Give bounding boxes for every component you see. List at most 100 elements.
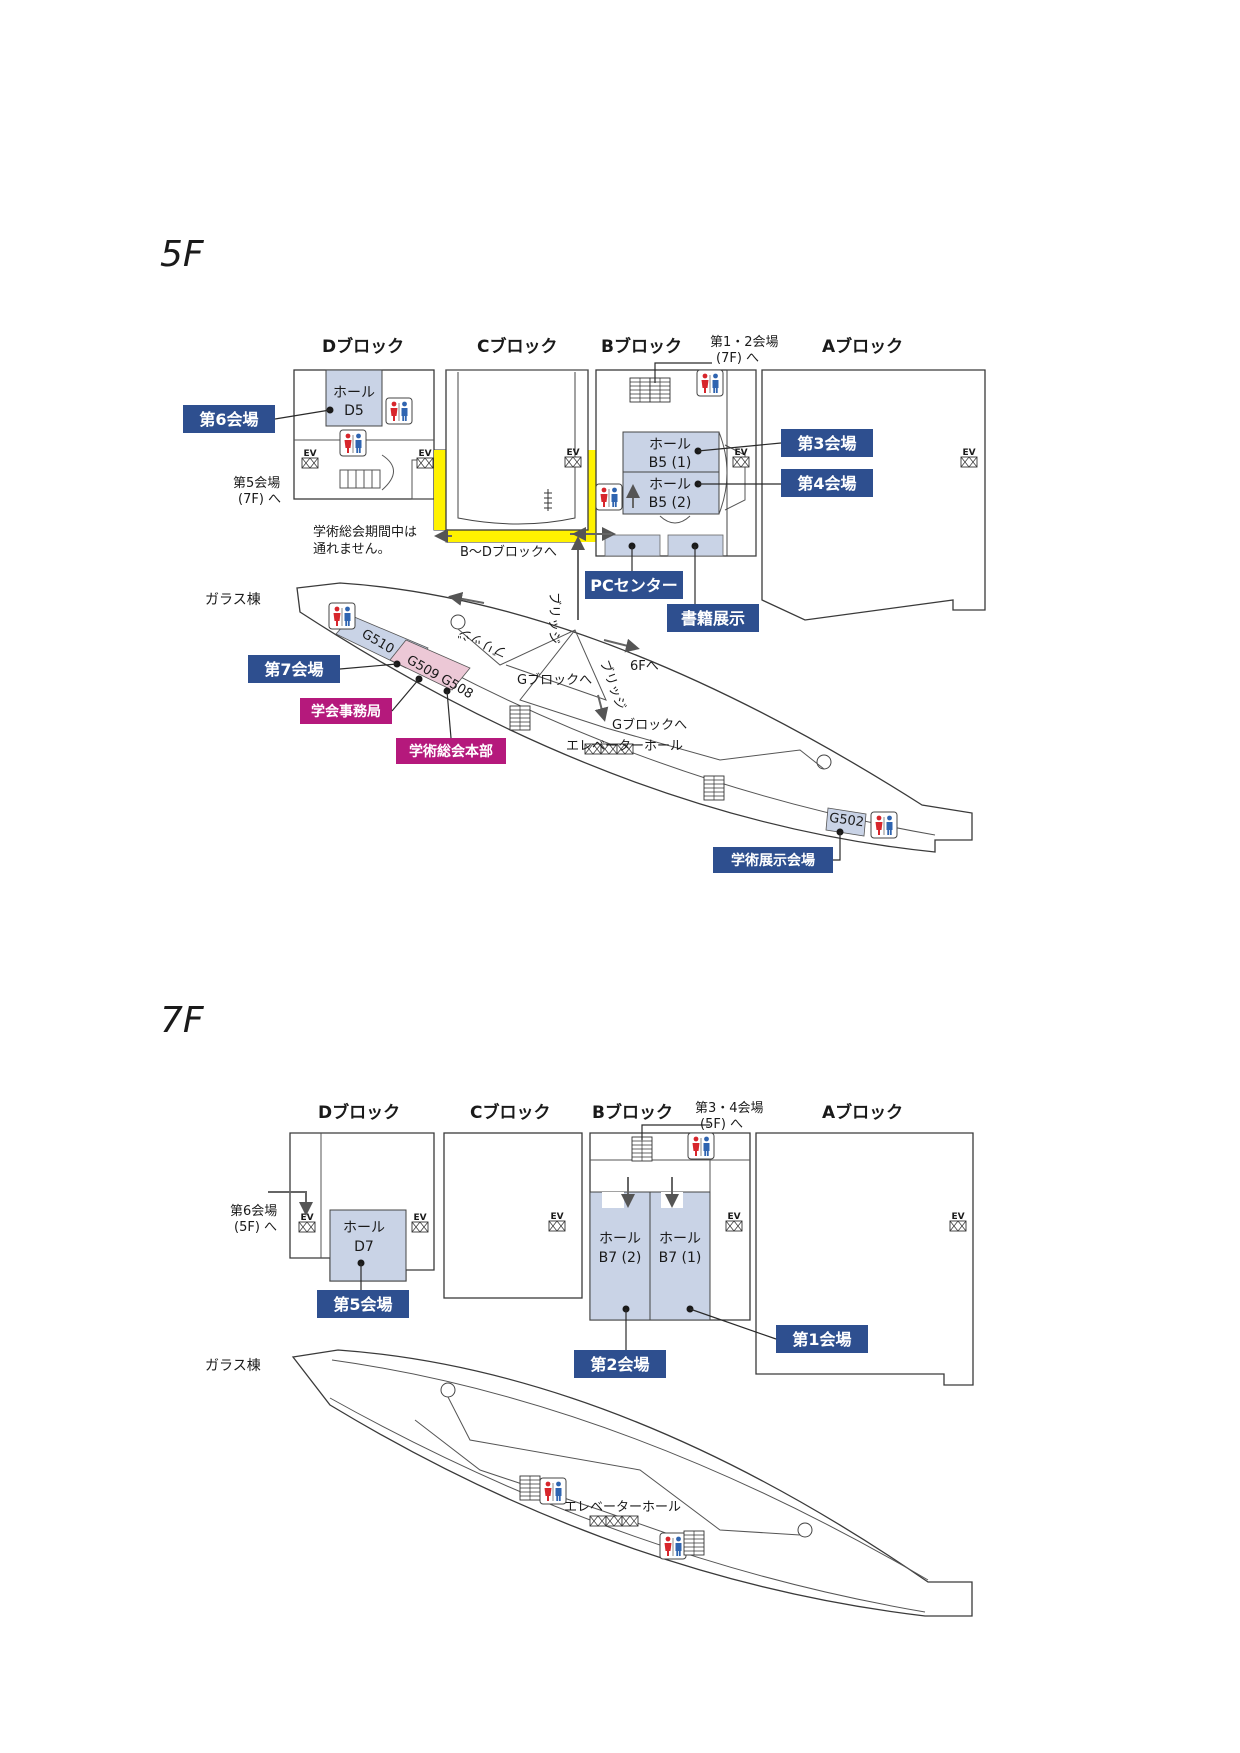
tag-venue-7[interactable]: 第7会場 [248, 655, 340, 683]
elevator-icon [411, 1221, 429, 1233]
label-glass-building: ガラス棟 [205, 592, 261, 608]
elevator-icon [732, 456, 750, 468]
svg-text:書籍展示: 書籍展示 [681, 609, 745, 628]
label-elevator-hall: エレベーターホール [566, 739, 683, 754]
label-glass-building: ガラス棟 [205, 1358, 261, 1374]
restroom-icon [595, 483, 623, 511]
label-to-g-block: Gブロックへ [612, 717, 687, 733]
tag-venue-1[interactable]: 第1会場 [776, 1325, 868, 1353]
block-label-b: Bブロック [601, 336, 682, 357]
note-no-pass-2: 通れません。 [313, 542, 391, 557]
tag-venue-4[interactable]: 第4会場 [781, 469, 873, 497]
svg-text:第6会場: 第6会場 [199, 410, 258, 429]
restroom-icon [539, 1477, 567, 1505]
stairs-icon [703, 775, 725, 801]
elevator-icon [960, 456, 978, 468]
ev-label: EV [951, 1212, 964, 1222]
d-block-7f: EV EV [268, 1132, 435, 1282]
hall-label: D7 [354, 1239, 374, 1255]
svg-text:学会事務局: 学会事務局 [311, 703, 381, 720]
elevator-icon [589, 1515, 639, 1527]
hall-label: ホール [343, 1220, 385, 1236]
note-to-hall-6-floor: (5F) へ [234, 1220, 277, 1235]
elevator-icon [298, 1221, 316, 1233]
hall-label: B7 (1) [659, 1250, 702, 1266]
svg-text:PCセンター: PCセンター [590, 576, 677, 595]
restroom-icon [696, 369, 724, 397]
note-to-hall-1-2: 第1・2会場 [710, 335, 779, 350]
hall-b5-1[interactable] [622, 431, 720, 473]
hall-d5[interactable] [325, 369, 383, 427]
elevator-icon [564, 456, 582, 468]
stairs-icon [631, 1136, 653, 1162]
room-label: G502 [828, 811, 865, 831]
elevator-icon [949, 1220, 967, 1232]
tag-academic-exhibit[interactable]: 学術展示会場 [713, 847, 833, 873]
note-to-hall-3-4: 第3・4会場 [695, 1101, 764, 1116]
ev-label: EV [413, 1213, 426, 1223]
stairs-icon [649, 377, 671, 403]
svg-text:第3会場: 第3会場 [797, 434, 856, 453]
svg-text:第7会場: 第7会場 [264, 660, 323, 679]
floor-title-5f: 5F [160, 234, 205, 275]
b-block-7f: EV [589, 1124, 751, 1321]
ev-label: EV [550, 1212, 563, 1222]
b-block-5f: EV [595, 369, 757, 557]
block-label-d: Dブロック [322, 336, 404, 357]
elevator-icon [725, 1220, 743, 1232]
tag-venue-6[interactable]: 第6会場 [183, 405, 275, 433]
tag-venue-3[interactable]: 第3会場 [781, 429, 873, 457]
hall-label: ホール [649, 477, 691, 493]
stairs-icon [629, 377, 651, 403]
svg-text:学術展示会場: 学術展示会場 [731, 852, 815, 869]
ev-label: EV [418, 449, 431, 459]
restroom-icon [385, 397, 413, 425]
block-label-c: Cブロック [477, 336, 557, 357]
block-label-a: Aブロック [822, 1102, 903, 1123]
tag-book-exhibit[interactable]: 書籍展示 [667, 604, 759, 632]
svg-text:第4会場: 第4会場 [797, 474, 856, 493]
glass-building-7f [291, 1349, 973, 1617]
note-to-hall-5: 第5会場 [233, 476, 280, 491]
ev-label: EV [727, 1212, 740, 1222]
stairs-icon [509, 705, 531, 731]
tag-pc-center[interactable]: PCセンター [585, 571, 683, 599]
a-block-7f: EV [755, 1132, 974, 1386]
elevator-icon [416, 457, 434, 469]
hall-label: D5 [344, 403, 364, 419]
note-to-hall-6: 第6会場 [230, 1204, 277, 1219]
tag-society-office[interactable]: 学会事務局 [300, 698, 392, 724]
svg-text:学術総会本部: 学術総会本部 [409, 743, 493, 760]
restroom-icon [328, 602, 356, 630]
tag-congress-hq[interactable]: 学術総会本部 [396, 738, 506, 764]
block-label-b: Bブロック [592, 1102, 673, 1123]
tag-venue-2[interactable]: 第2会場 [574, 1350, 666, 1378]
ev-label: EV [566, 448, 579, 458]
restroom-icon [659, 1532, 687, 1560]
block-label-d: Dブロック [318, 1102, 400, 1123]
label-to-g-block: Gブロックへ [517, 672, 592, 688]
c-block-5f: EV [433, 369, 599, 543]
elevator-icon [548, 1220, 566, 1232]
stairs-icon [519, 1475, 541, 1501]
floor-title-7f: 7F [160, 1000, 205, 1041]
elevator-icon [301, 457, 319, 469]
label-to-6f: 6Fへ [630, 659, 659, 674]
note-to-b-d: B～Dブロックへ [460, 544, 557, 560]
stairs-icon [683, 1530, 705, 1556]
hall-label: B5 (2) [649, 495, 692, 511]
tag-venue-5[interactable]: 第5会場 [317, 1290, 409, 1318]
hall-d7[interactable] [329, 1209, 407, 1282]
note-to-hall-1-2-floor: (7F) へ [716, 351, 759, 366]
note-to-hall-3-4-floor: (5F) へ [700, 1117, 743, 1132]
ev-label: EV [734, 448, 747, 458]
block-label-a: Aブロック [822, 336, 903, 357]
ev-label: EV [303, 449, 316, 459]
label-elevator-hall: エレベーターホール [564, 1500, 681, 1515]
hall-label: ホール [659, 1231, 701, 1247]
hall-label: B7 (2) [599, 1250, 642, 1266]
restroom-icon [687, 1132, 715, 1160]
note-no-pass-1: 学術総会期間中は [313, 524, 417, 540]
block-label-c: Cブロック [470, 1102, 550, 1123]
